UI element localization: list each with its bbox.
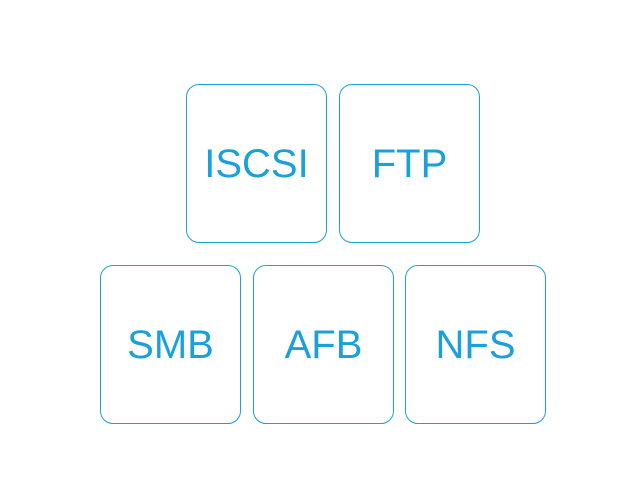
protocol-label-afb: AFB: [284, 322, 363, 367]
protocol-label-nfs: NFS: [435, 322, 516, 367]
protocol-label-smb: SMB: [127, 322, 214, 367]
protocol-tile-ftp[interactable]: FTP: [339, 84, 480, 243]
protocol-tile-iscsi[interactable]: ISCSI: [186, 84, 327, 243]
protocol-label-iscsi: ISCSI: [204, 141, 309, 186]
protocol-tile-smb[interactable]: SMB: [100, 265, 241, 424]
protocol-label-ftp: FTP: [371, 141, 448, 186]
protocol-tile-nfs[interactable]: NFS: [405, 265, 546, 424]
protocol-tile-afb[interactable]: AFB: [253, 265, 394, 424]
